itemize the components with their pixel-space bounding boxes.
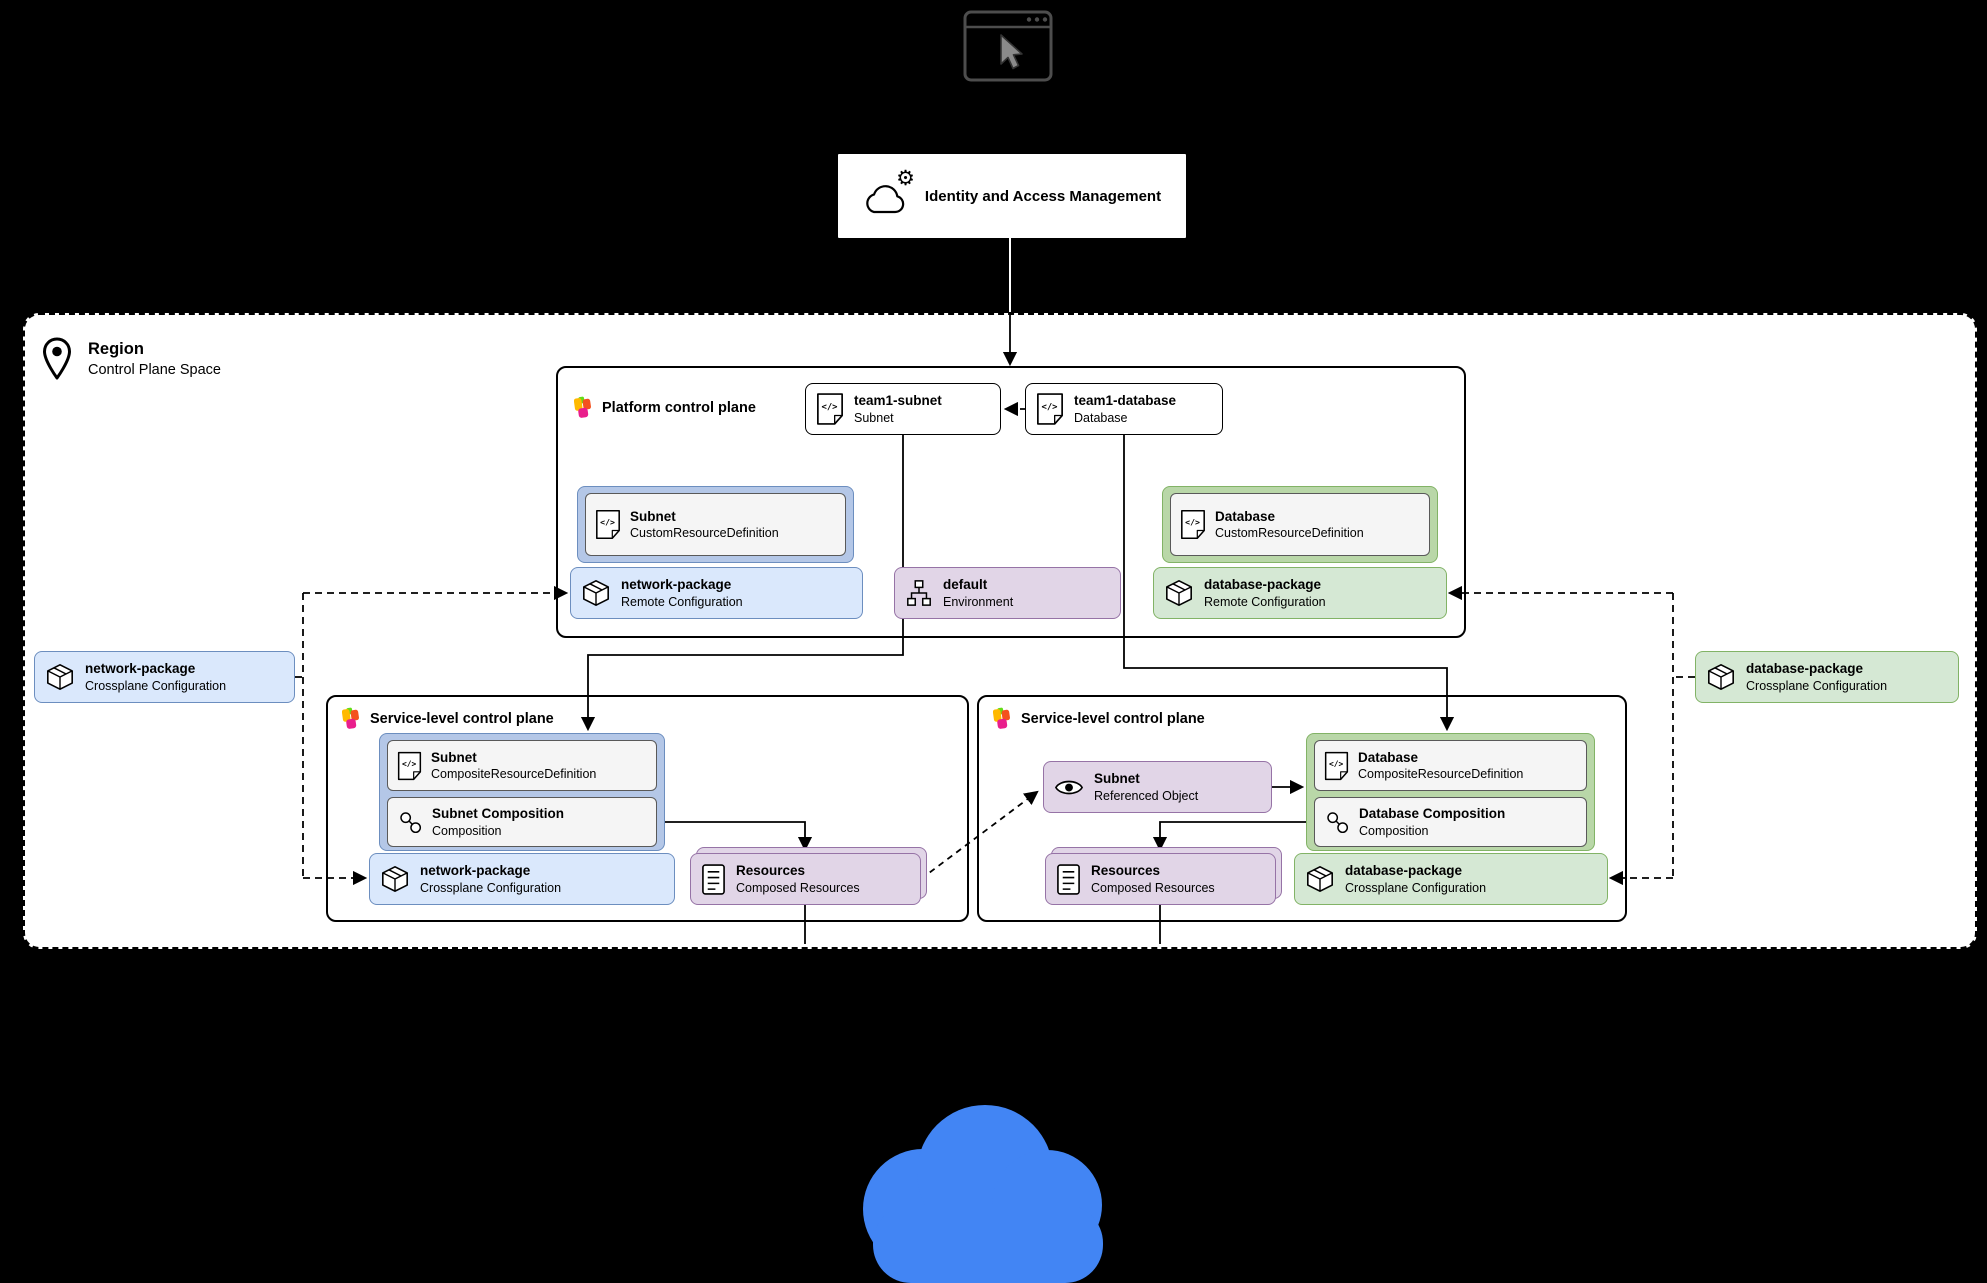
- node-subtitle: Composition: [1359, 823, 1429, 838]
- cloud-gear-icon: ⚙: [863, 168, 915, 215]
- cloud-icon: [795, 1105, 1160, 1283]
- node-subtitle: Composed Resources: [736, 880, 860, 895]
- node-subtitle: Remote Configuration: [1204, 594, 1326, 609]
- region-subtitle: Control Plane Space: [88, 362, 221, 378]
- node-title: Resources: [1091, 863, 1161, 879]
- package-icon: [1164, 578, 1194, 608]
- package-icon: [1706, 662, 1736, 692]
- node-subtitle: Environment: [943, 594, 1014, 609]
- crossplane-logo-icon: [993, 707, 1012, 731]
- node-subtitle: Crossplane Configuration: [1746, 678, 1888, 693]
- node-subtitle: Crossplane Configuration: [85, 678, 227, 693]
- node-subtitle: CompositeResourceDefinition: [431, 767, 597, 782]
- service-left-header: Service-level control plane: [342, 707, 554, 731]
- node-subtitle: Crossplane Configuration: [420, 880, 562, 895]
- node-subtitle: Crossplane Configuration: [1345, 880, 1487, 895]
- node-title: team1-database: [1074, 393, 1177, 409]
- code-document-icon: [1180, 509, 1206, 540]
- node-subtitle: Composed Resources: [1091, 880, 1215, 895]
- node-title: team1-subnet: [854, 393, 942, 409]
- code-document-icon: [816, 392, 844, 426]
- node-subtitle: CustomResourceDefinition: [1215, 526, 1364, 541]
- platform-header: Platform control plane: [574, 396, 756, 420]
- lines-document-icon: [701, 863, 726, 896]
- sitemap-icon: [905, 579, 933, 607]
- node-title: Subnet: [431, 749, 477, 765]
- node-title: Resources: [736, 863, 806, 879]
- node-title: database-package: [1204, 577, 1322, 593]
- package-icon: [380, 864, 410, 894]
- package-icon: [1305, 864, 1335, 894]
- code-document-icon: [397, 751, 422, 781]
- service-right-title: Service-level control plane: [1021, 711, 1205, 727]
- gear-icon: ⚙: [896, 167, 915, 190]
- node-title: Subnet: [630, 508, 676, 524]
- node-title: network-package: [621, 577, 732, 593]
- node-title: database-package: [1746, 661, 1864, 677]
- node-title: Database Composition: [1359, 806, 1506, 822]
- node-subtitle: Remote Configuration: [621, 594, 743, 609]
- node-title: default: [943, 577, 988, 593]
- package-icon: [581, 578, 611, 608]
- composition-icon: [1324, 809, 1350, 835]
- node-subtitle: CustomResourceDefinition: [630, 526, 779, 541]
- iam-label: Identity and Access Management: [924, 187, 1162, 205]
- lines-document-icon: [1056, 863, 1081, 896]
- browser-window-icon: [963, 10, 1053, 82]
- node-title: Database: [1358, 749, 1419, 765]
- cursor-icon: [1000, 34, 1023, 70]
- node-title: Database: [1215, 508, 1276, 524]
- crossplane-logo-icon: [342, 707, 361, 731]
- service-left-title: Service-level control plane: [370, 711, 554, 727]
- node-title: Subnet Composition: [432, 806, 564, 822]
- crossplane-logo-icon: [574, 396, 593, 420]
- code-document-icon: [595, 509, 621, 540]
- node-subtitle: Subnet: [854, 410, 894, 425]
- eye-icon: [1054, 777, 1084, 798]
- region-title: Region: [88, 340, 144, 358]
- composition-icon: [397, 809, 423, 835]
- service-right-header: Service-level control plane: [993, 707, 1205, 731]
- location-pin-icon: [40, 336, 74, 382]
- iam-box: ⚙ Identity and Access Management: [836, 152, 1188, 240]
- node-title: Subnet: [1094, 771, 1140, 787]
- node-title: database-package: [1345, 863, 1463, 879]
- node-subtitle: Referenced Object: [1094, 788, 1199, 803]
- code-document-icon: [1036, 392, 1064, 426]
- node-subtitle: Composition: [432, 823, 502, 838]
- platform-title: Platform control plane: [602, 400, 756, 416]
- code-document-icon: [1324, 751, 1349, 781]
- node-subtitle: Database: [1074, 410, 1128, 425]
- node-title: network-package: [420, 863, 531, 879]
- node-title: network-package: [85, 661, 196, 677]
- node-subtitle: CompositeResourceDefinition: [1358, 767, 1524, 782]
- package-icon: [45, 662, 75, 692]
